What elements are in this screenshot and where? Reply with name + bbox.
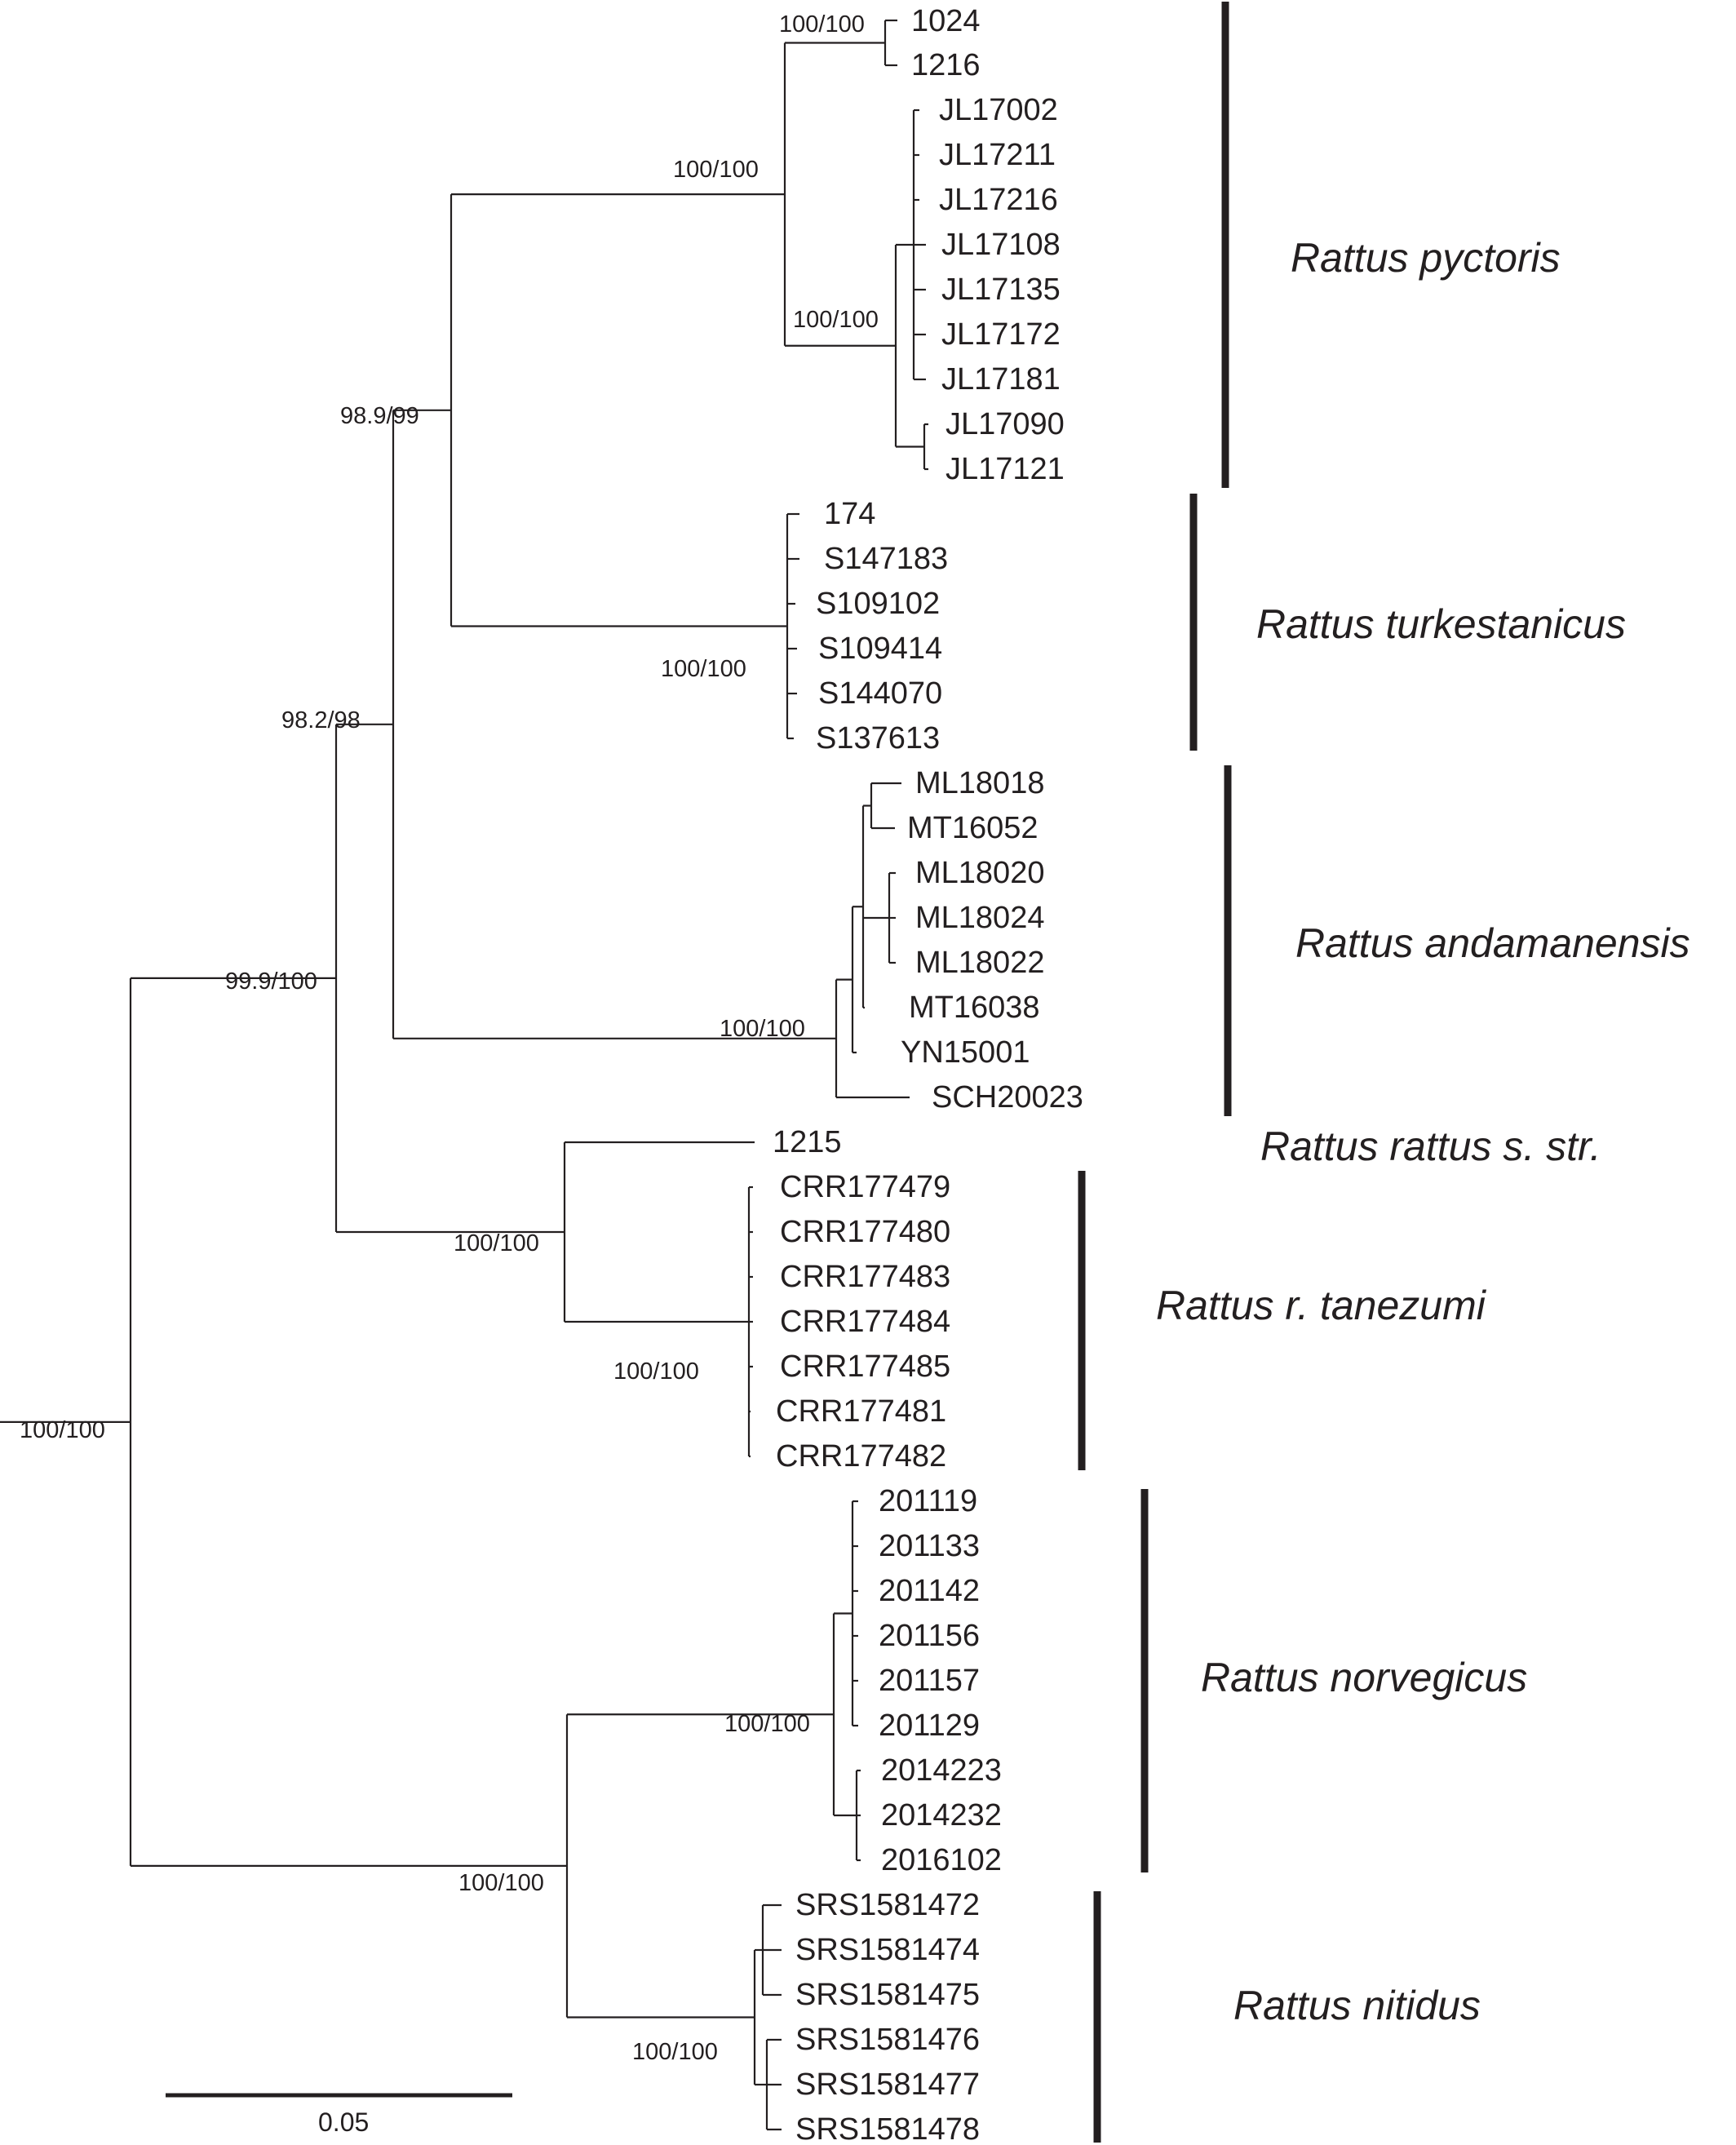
tip-label: JL17121 — [946, 452, 1065, 486]
species-label-andamanensis: Rattus andamanensis — [1295, 920, 1690, 966]
tip-label: 201142 — [879, 1574, 980, 1608]
tip-label: CRR177481 — [776, 1394, 946, 1429]
support-label: 99.9/100 — [225, 968, 317, 995]
tip-label: 201119 — [879, 1484, 977, 1518]
species-label-rattus-ss: Rattus rattus s. str. — [1260, 1123, 1601, 1169]
tip-label: MT16038 — [909, 991, 1040, 1025]
tip-label: S147183 — [824, 542, 948, 576]
tip-label: JL17002 — [939, 93, 1058, 127]
tip-label: ML18022 — [915, 946, 1044, 980]
tip-label: JL17090 — [946, 407, 1065, 441]
tip-labels: 1024 1216 JL17002 JL17211 JL17216 JL1710… — [773, 4, 1083, 2145]
support-label: 98.9/99 — [340, 403, 419, 429]
tip-label: CRR177480 — [780, 1215, 950, 1249]
tip-label: 201129 — [879, 1708, 980, 1743]
scale-bar-label: 0.05 — [318, 2107, 369, 2137]
tip-label: S109414 — [818, 632, 942, 666]
tip-label: S144070 — [818, 676, 942, 711]
species-label-nitidus: Rattus nitidus — [1233, 1983, 1481, 2028]
tip-label: CRR177482 — [776, 1439, 946, 1474]
tip-label: 201157 — [879, 1664, 980, 1698]
tip-label: 2016102 — [881, 1843, 1002, 1877]
tip-label: 201133 — [879, 1529, 980, 1563]
tip-label: 1024 — [911, 4, 981, 38]
tip-label: CRR177483 — [780, 1260, 950, 1294]
tip-label: SRS1581478 — [795, 2112, 980, 2145]
tip-label: 201156 — [879, 1619, 980, 1653]
support-label: 100/100 — [632, 2039, 718, 2065]
tip-label: SCH20023 — [932, 1080, 1083, 1115]
tip-label: JL17172 — [941, 317, 1061, 352]
tip-label: SRS1581474 — [795, 1933, 980, 1967]
species-label-tanezumi: Rattus r. tanezumi — [1156, 1283, 1487, 1328]
support-values: 100/100 100/100 100/100 98.9/99 100/100 … — [20, 11, 879, 2065]
tip-label: JL17211 — [939, 138, 1056, 172]
tip-label: SRS1581475 — [795, 1978, 980, 2012]
tip-label: CRR177485 — [780, 1349, 950, 1384]
clade-bars — [1078, 2, 1232, 2143]
tip-label: SRS1581477 — [795, 2067, 980, 2102]
tip-label: ML18020 — [915, 856, 1044, 890]
tip-label: MT16052 — [907, 811, 1038, 845]
tip-label: S137613 — [816, 721, 940, 756]
species-label-turkestanicus: Rattus turkestanicus — [1256, 601, 1626, 647]
tip-label: JL17135 — [941, 273, 1061, 307]
tip-label: 1216 — [911, 48, 981, 82]
tip-label: ML18024 — [915, 901, 1044, 935]
support-label: 100/100 — [20, 1417, 105, 1443]
tip-label: YN15001 — [901, 1035, 1030, 1070]
tip-label: CRR177484 — [780, 1305, 950, 1339]
tip-label: 2014223 — [881, 1753, 1002, 1788]
tip-label: CRR177479 — [780, 1170, 950, 1204]
species-label-pyctoris: Rattus pyctoris — [1291, 235, 1561, 281]
tip-label: ML18018 — [915, 766, 1044, 800]
species-label-norvegicus: Rattus norvegicus — [1201, 1655, 1527, 1700]
support-label: 100/100 — [661, 656, 746, 682]
tip-label: JL17181 — [941, 362, 1061, 397]
tip-label: SRS1581476 — [795, 2023, 980, 2057]
tree-branches — [0, 19, 928, 2131]
support-label: 100/100 — [613, 1358, 699, 1385]
support-label: 100/100 — [724, 1711, 810, 1737]
tip-label: 174 — [824, 497, 875, 531]
tip-label: JL17216 — [939, 183, 1058, 217]
scale-bar: 0.05 — [166, 2093, 512, 2137]
species-labels: Rattus pyctoris Rattus turkestanicus Rat… — [1156, 235, 1690, 2028]
support-label: 100/100 — [454, 1230, 539, 1256]
support-label: 100/100 — [458, 1870, 544, 1896]
support-label: 100/100 — [720, 1016, 805, 1042]
tip-label: 1215 — [773, 1125, 842, 1159]
tip-label: JL17108 — [941, 228, 1061, 262]
support-label: 100/100 — [779, 11, 865, 38]
support-label: 100/100 — [673, 157, 759, 183]
tip-label: 2014232 — [881, 1798, 1002, 1833]
tip-label: SRS1581472 — [795, 1888, 980, 1922]
support-label: 100/100 — [793, 307, 879, 333]
tip-label: S109102 — [816, 587, 940, 621]
support-label: 98.2/98 — [281, 707, 361, 733]
